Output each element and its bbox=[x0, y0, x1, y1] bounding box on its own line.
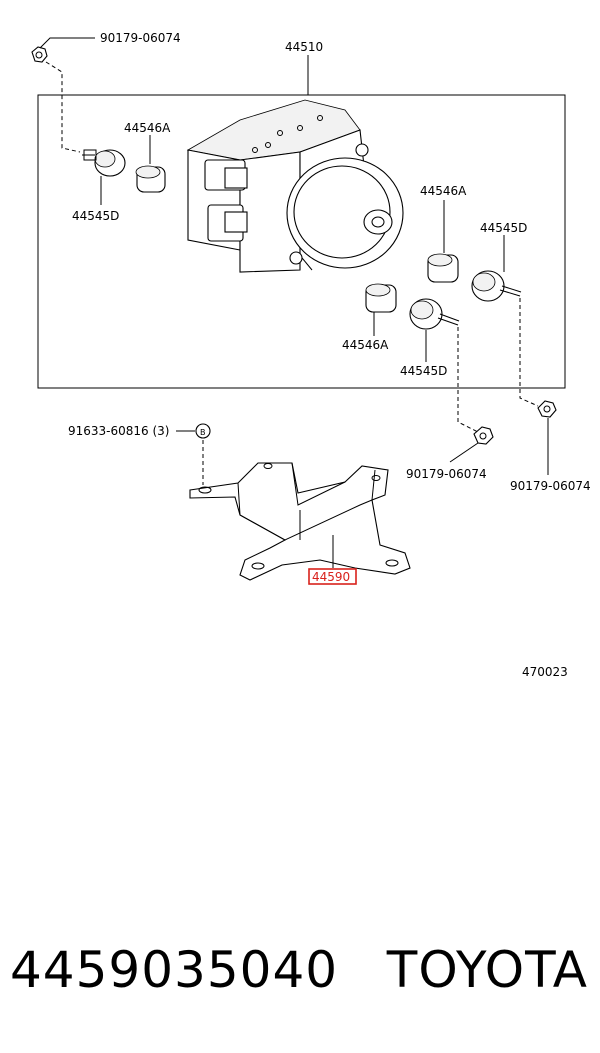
bushing-bottom-icon bbox=[409, 298, 460, 330]
label-bushing-bottom: 44545D bbox=[400, 364, 447, 378]
label-actuator: 44510 bbox=[285, 40, 323, 54]
bushing-right-icon bbox=[471, 270, 522, 302]
label-bracket: 44590 bbox=[312, 570, 350, 584]
abs-actuator-icon bbox=[186, 99, 404, 273]
nut-mid-icon bbox=[473, 426, 494, 445]
brand-name: TOYOTA bbox=[386, 941, 588, 999]
bracket-icon bbox=[189, 462, 411, 581]
label-cushion-left: 44546A bbox=[124, 121, 171, 135]
cushion-bottom-icon bbox=[365, 283, 397, 313]
label-bushing-left: 44545D bbox=[72, 209, 119, 223]
label-nut-right: 90179-06074 bbox=[510, 479, 591, 493]
label-bolt-bracket: 91633-60816 (3) bbox=[68, 424, 170, 438]
bushing-left-icon bbox=[82, 149, 126, 177]
nut-top-left-icon bbox=[31, 46, 48, 63]
label-bushing-right: 44545D bbox=[480, 221, 527, 235]
parts-diagram: 90179-06074 44510 44546A 445 bbox=[31, 31, 591, 679]
bolt-bracket-icon: B bbox=[195, 423, 211, 439]
svg-text:B: B bbox=[200, 428, 206, 437]
label-cushion-bottom: 44546A bbox=[342, 338, 389, 352]
nut-right-icon bbox=[537, 400, 557, 418]
label-nut-mid: 90179-06074 bbox=[406, 467, 487, 481]
assembly-frame bbox=[37, 94, 566, 389]
diagram-code: 470023 bbox=[522, 665, 568, 679]
cushion-left-icon bbox=[135, 165, 166, 193]
label-nut-top-left: 90179-06074 bbox=[100, 31, 181, 45]
part-number: 4459035040 bbox=[10, 941, 339, 999]
footer: 4459035040 TOYOTA bbox=[0, 935, 600, 1015]
label-bracket-highlight bbox=[308, 568, 357, 585]
cushion-right-icon bbox=[427, 253, 459, 283]
label-cushion-right: 44546A bbox=[420, 184, 467, 198]
